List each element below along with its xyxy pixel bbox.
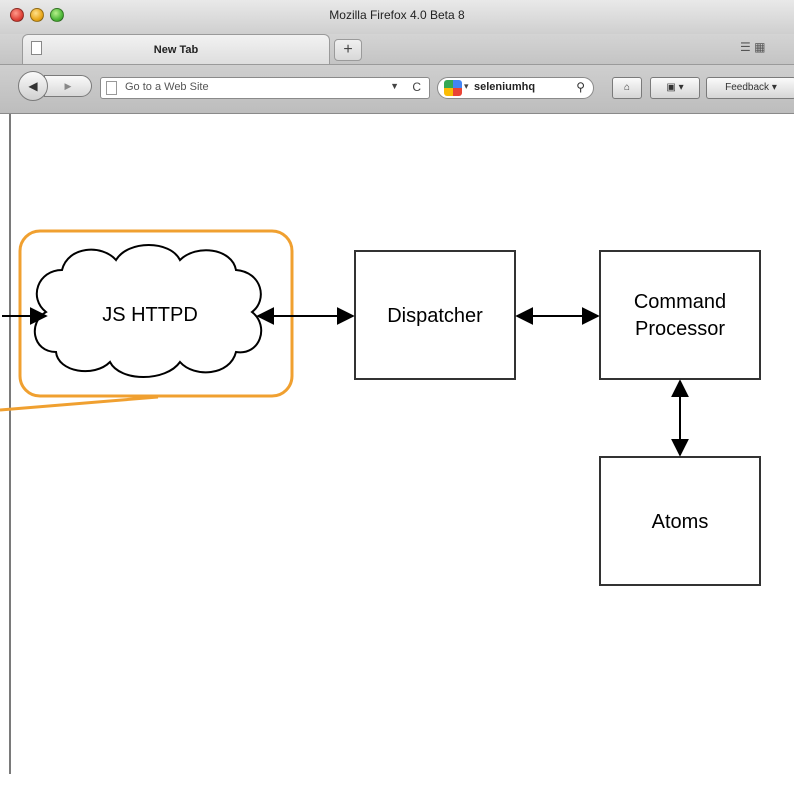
js-httpd-label: JS HTTPD	[102, 304, 198, 326]
home-button[interactable]: ⌂	[612, 77, 642, 99]
title-bar: Mozilla Firefox 4.0 Beta 8	[0, 0, 794, 34]
command-processor-box	[599, 250, 761, 380]
minimize-window-button[interactable]	[30, 8, 44, 22]
window-title: Mozilla Firefox 4.0 Beta 8	[329, 8, 465, 22]
command-processor-label-line-1: Command	[634, 291, 726, 313]
bookmarks-button[interactable]: ▣ ▾	[650, 77, 700, 99]
url-placeholder: Go to a Web Site	[125, 81, 209, 93]
atoms-box	[599, 456, 761, 586]
home-icon: ⌂	[623, 82, 631, 93]
reload-icon[interactable]: C	[412, 80, 421, 94]
tab-list-icon[interactable]: ☰ ▦	[740, 40, 766, 54]
page-icon	[31, 41, 42, 55]
dispatcher-label: Dispatcher	[387, 305, 483, 327]
search-input[interactable]: ▾ seleniumhq ⚲	[437, 77, 594, 99]
highlight-callout-line	[0, 395, 159, 412]
back-button[interactable]: ◀	[18, 71, 48, 101]
content-left-edge	[9, 114, 11, 774]
back-forward-group: ▶ ◀	[18, 71, 96, 101]
forward-button[interactable]: ▶	[44, 75, 92, 97]
atoms-label: Atoms	[652, 511, 709, 533]
tab-strip: New Tab + ☰ ▦	[0, 34, 794, 65]
new-tab-button[interactable]: +	[334, 39, 362, 61]
search-engine-icon[interactable]	[444, 80, 462, 96]
tab-new-tab[interactable]: New Tab	[22, 34, 330, 64]
chevron-down-icon: ▾	[464, 81, 469, 91]
url-bar[interactable]: Go to a Web Site ▼ C	[100, 77, 430, 99]
bookmarks-icon: ▣ ▾	[666, 82, 684, 93]
page-icon	[106, 81, 117, 95]
feedback-label: Feedback	[725, 82, 770, 93]
command-processor-label-line-2: Processor	[635, 318, 725, 340]
search-value: seleniumhq	[474, 81, 536, 93]
feedback-button[interactable]: Feedback ▾	[706, 77, 794, 99]
js-httpd-cloud	[33, 244, 263, 378]
navigation-toolbar: ▶ ◀ Go to a Web Site ▼ C ▾ seleniumhq ⚲ …	[0, 65, 794, 114]
dispatcher-box	[354, 250, 516, 380]
url-dropdown-icon[interactable]: ▼	[390, 81, 399, 91]
close-window-button[interactable]	[10, 8, 24, 22]
zoom-window-button[interactable]	[50, 8, 64, 22]
page-content	[0, 114, 794, 787]
tab-label: New Tab	[153, 44, 199, 56]
search-icon[interactable]: ⚲	[576, 80, 585, 94]
